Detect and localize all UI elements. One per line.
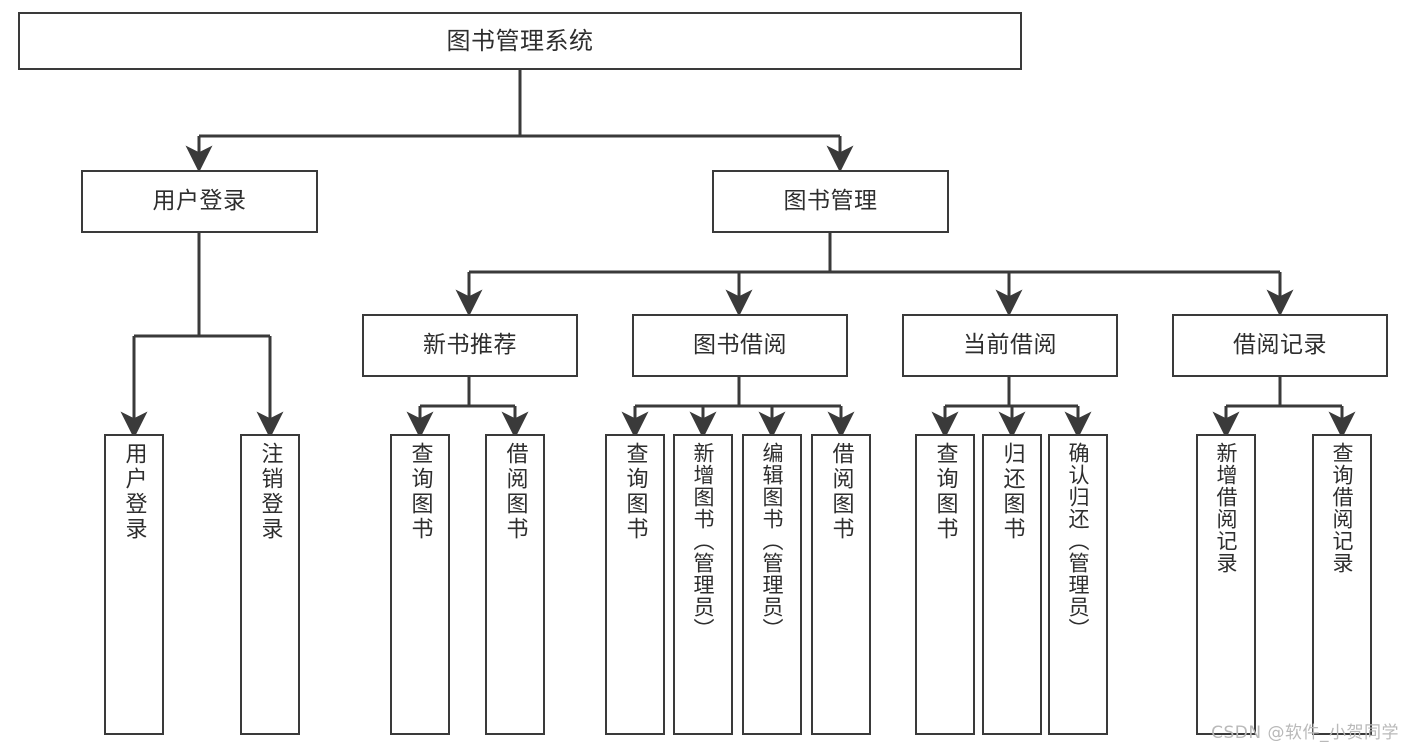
node-current-borrow-label: 当前借阅 [963,331,1057,358]
leaf-query-book-current[interactable]: 查询图书 [915,434,975,735]
leaf-query-borrow-record-label: 查询借阅记录 [1330,442,1355,574]
leaf-add-book-admin[interactable]: 新增图书（管理员） [673,434,733,735]
leaf-borrow-book-borrow-label: 借阅图书 [828,442,854,542]
leaf-add-book-admin-label: 新增图书（管理员） [691,442,716,640]
node-book-borrow[interactable]: 图书借阅 [632,314,848,377]
leaf-user-login[interactable]: 用户登录 [104,434,164,735]
node-user-login[interactable]: 用户登录 [81,170,318,233]
leaf-user-login-label: 用户登录 [121,442,147,542]
node-borrow-record-label: 借阅记录 [1233,331,1327,358]
leaf-add-borrow-record-label: 新增借阅记录 [1214,442,1239,574]
node-new-book-recommend[interactable]: 新书推荐 [362,314,578,377]
node-book-manage-label: 图书管理 [783,187,878,214]
leaf-add-borrow-record[interactable]: 新增借阅记录 [1196,434,1256,735]
leaf-confirm-return-admin-label: 确认归还（管理员） [1066,442,1091,640]
leaf-logout-login[interactable]: 注销登录 [240,434,300,735]
leaf-borrow-book-borrow[interactable]: 借阅图书 [811,434,871,735]
leaf-query-book-current-label: 查询图书 [932,442,958,542]
leaf-query-book-borrow-label: 查询图书 [622,442,648,542]
leaf-query-borrow-record[interactable]: 查询借阅记录 [1312,434,1372,735]
node-root-system[interactable]: 图书管理系统 [18,12,1022,70]
leaf-borrow-book-new-book-label: 借阅图书 [502,442,528,542]
node-borrow-record[interactable]: 借阅记录 [1172,314,1388,377]
leaf-edit-book-admin[interactable]: 编辑图书（管理员） [742,434,802,735]
leaf-return-book[interactable]: 归还图书 [982,434,1042,735]
leaf-borrow-book-new-book[interactable]: 借阅图书 [485,434,545,735]
leaf-confirm-return-admin[interactable]: 确认归还（管理员） [1048,434,1108,735]
node-book-manage[interactable]: 图书管理 [712,170,949,233]
node-root-system-label: 图书管理系统 [446,26,594,55]
node-user-login-label: 用户登录 [152,187,247,214]
leaf-return-book-label: 归还图书 [999,442,1025,542]
leaf-query-book-new-book-label: 查询图书 [407,442,433,542]
leaf-edit-book-admin-label: 编辑图书（管理员） [760,442,785,640]
node-book-borrow-label: 图书借阅 [693,331,787,358]
leaf-query-book-new-book[interactable]: 查询图书 [390,434,450,735]
leaf-query-book-borrow[interactable]: 查询图书 [605,434,665,735]
node-new-book-recommend-label: 新书推荐 [423,331,517,358]
leaf-logout-login-label: 注销登录 [257,442,283,542]
csdn-watermark: CSDN @软件_小贺同学 [1211,723,1399,743]
node-current-borrow[interactable]: 当前借阅 [902,314,1118,377]
